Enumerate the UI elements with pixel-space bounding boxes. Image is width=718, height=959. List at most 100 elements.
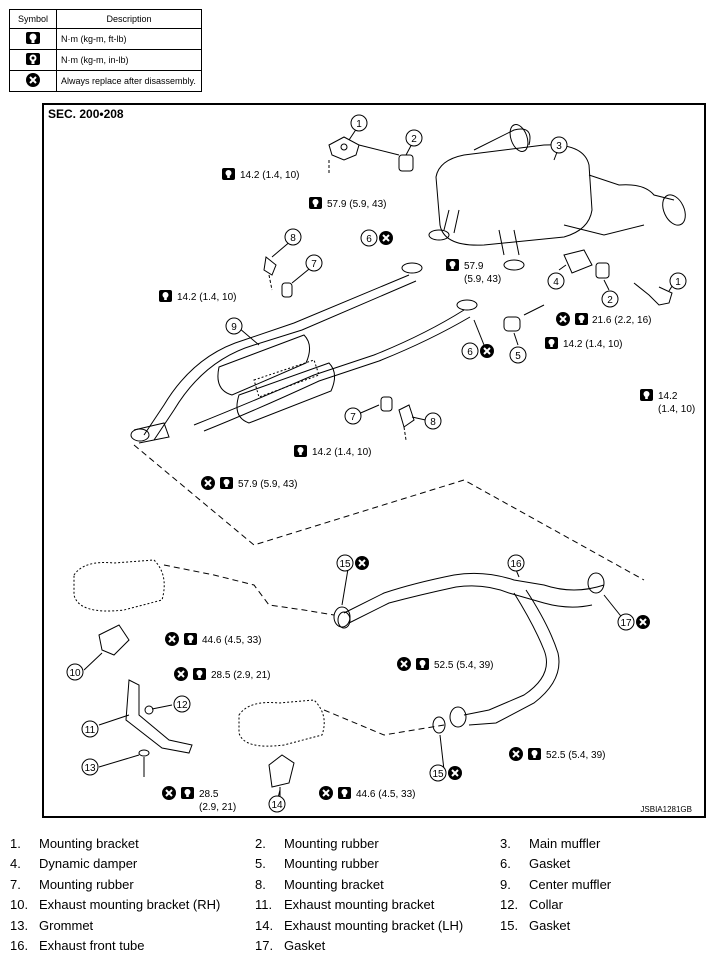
- torque-label-14: 28.5(2.9, 21): [161, 785, 236, 813]
- svg-text:9: 9: [231, 322, 237, 333]
- part-number: 11.: [255, 897, 273, 913]
- svg-text:44.6 (4.5, 33): 44.6 (4.5, 33): [356, 789, 415, 800]
- callout-5: 5: [509, 346, 527, 364]
- callout-17: 17: [617, 613, 635, 631]
- part-name: Exhaust mounting bracket (LH): [284, 917, 464, 933]
- svg-text:15: 15: [432, 769, 444, 780]
- svg-text:52.5 (5.4, 39): 52.5 (5.4, 39): [434, 660, 493, 671]
- part-name: Exhaust mounting bracket (RH): [39, 897, 221, 913]
- torque-label-5: 21.6 (2.2, 16): [555, 311, 651, 327]
- svg-text:2: 2: [411, 134, 417, 145]
- svg-text:4: 4: [553, 277, 559, 288]
- callout-7-lower: 7: [344, 407, 362, 425]
- torque-label-2: 57.9 (5.9, 43): [309, 197, 386, 210]
- callout-12: 12: [173, 695, 191, 713]
- part-name: Exhaust front tube: [39, 938, 145, 954]
- parts-row: 1.Mounting bracket 2.Mounting rubber 3.M…: [10, 833, 710, 854]
- svg-text:3: 3: [556, 141, 562, 152]
- svg-text:6: 6: [366, 234, 372, 245]
- part-name: Mounting rubber: [284, 856, 379, 872]
- svg-text:28.5 (2.9, 21): 28.5 (2.9, 21): [211, 670, 270, 681]
- torque-label-4: 14.2 (1.4, 10): [159, 290, 236, 303]
- parts-row: 4.Dynamic damper 5.Mounting rubber 6.Gas…: [10, 854, 710, 875]
- svg-text:57.9: 57.9: [464, 261, 484, 272]
- callout-1-top: 1: [350, 114, 368, 132]
- svg-text:13: 13: [84, 763, 96, 774]
- svg-text:57.9 (5.9, 43): 57.9 (5.9, 43): [327, 199, 386, 210]
- callout-4: 4: [547, 272, 565, 290]
- torque-label-11: 28.5 (2.9, 21): [173, 666, 270, 682]
- part-name: Mounting rubber: [284, 835, 379, 851]
- figure-code: JSBIA1281GB: [640, 805, 692, 814]
- svg-text:8: 8: [290, 233, 296, 244]
- legend-row-ft-lb: N·m (kg-m, ft-lb): [56, 28, 202, 50]
- svg-text:16: 16: [510, 559, 522, 570]
- legend-header-symbol: Symbol: [9, 9, 57, 29]
- part-number: 12.: [500, 897, 519, 913]
- part-number: 17.: [255, 938, 274, 954]
- svg-text:14.2 (1.4, 10): 14.2 (1.4, 10): [240, 170, 299, 181]
- part-number: 2.: [255, 835, 266, 851]
- callout-8-lower: 8: [424, 412, 442, 430]
- svg-text:14.2 (1.4, 10): 14.2 (1.4, 10): [177, 292, 236, 303]
- svg-text:6: 6: [467, 347, 473, 358]
- part-name: Grommet: [39, 917, 94, 933]
- svg-text:(2.9, 21): (2.9, 21): [199, 802, 236, 813]
- parts-row: 7.Mounting rubber 8.Mounting bracket 9.C…: [10, 874, 710, 895]
- callout-1-right: 1: [669, 272, 687, 290]
- symbol-legend: Symbol Description N·m (kg-m, ft-lb) N·m…: [9, 9, 202, 92]
- torque-label-7: 14.2(1.4, 10): [640, 389, 695, 415]
- callout-2-top: 2: [405, 129, 423, 147]
- parts-list: 1.Mounting bracket 2.Mounting rubber 3.M…: [10, 833, 710, 956]
- part-number: 8.: [255, 876, 266, 892]
- callout-10: 10: [66, 663, 84, 681]
- replace-icon: [635, 614, 651, 630]
- svg-text:11: 11: [85, 725, 96, 736]
- svg-text:14.2 (1.4, 10): 14.2 (1.4, 10): [563, 339, 622, 350]
- callout-6-lower: 6: [461, 342, 479, 360]
- svg-text:2: 2: [607, 295, 613, 306]
- svg-text:14: 14: [271, 800, 283, 811]
- exhaust-system-diagram: SEC. 200•208: [42, 103, 706, 818]
- part-name: Gasket: [529, 856, 571, 872]
- svg-text:12: 12: [176, 700, 188, 711]
- part-name: Gasket: [529, 917, 571, 933]
- svg-text:44.6 (4.5, 33): 44.6 (4.5, 33): [202, 635, 261, 646]
- torque-wrench-icon: [9, 28, 57, 50]
- callout-14: 14: [268, 795, 286, 813]
- torque-label-13: 52.5 (5.4, 39): [508, 746, 605, 762]
- svg-text:7: 7: [311, 259, 317, 270]
- part-name: Exhaust mounting bracket: [284, 897, 435, 913]
- part-number: 6.: [500, 856, 511, 872]
- torque-label-12: 52.5 (5.4, 39): [396, 656, 493, 672]
- part-name: Center muffler: [529, 876, 612, 892]
- parts-row: 13.Grommet 14.Exhaust mounting bracket (…: [10, 915, 710, 936]
- replace-icon: [9, 70, 57, 92]
- part-number: 7.: [10, 876, 21, 892]
- parts-row: 16.Exhaust front tube 17.Gasket: [10, 936, 710, 957]
- svg-text:15: 15: [339, 559, 351, 570]
- part-name: Gasket: [284, 938, 326, 954]
- legend-header-description: Description: [56, 9, 202, 29]
- legend-row-replace: Always replace after disassembly.: [56, 70, 202, 92]
- torque-label-3: 57.9 (5.9, 43): [446, 259, 501, 285]
- svg-text:52.5 (5.4, 39): 52.5 (5.4, 39): [546, 750, 605, 761]
- svg-text:(5.9, 43): (5.9, 43): [464, 274, 501, 285]
- legend-row-in-lb: N·m (kg-m, in-lb): [56, 49, 202, 71]
- svg-text:21.6 (2.2, 16): 21.6 (2.2, 16): [592, 315, 651, 326]
- replace-icon: [447, 765, 463, 781]
- replace-icon: [378, 230, 394, 246]
- svg-text:(1.4, 10): (1.4, 10): [658, 404, 695, 415]
- section-label: SEC. 200•208: [48, 107, 124, 121]
- part-name: Dynamic damper: [39, 856, 138, 872]
- callout-3: 3: [550, 136, 568, 154]
- part-number: 4.: [10, 856, 21, 872]
- part-number: 1.: [10, 835, 21, 851]
- diagram-drawing: 1 2 3 1 2 4 5 6 6 8 7 9 7 8 15 16 17 10 …: [66, 114, 695, 813]
- part-name: Mounting rubber: [39, 876, 134, 892]
- callout-16: 16: [507, 554, 525, 572]
- svg-text:10: 10: [69, 668, 81, 679]
- torque-label-15: 44.6 (4.5, 33): [318, 785, 415, 801]
- callout-7-upper: 7: [305, 254, 323, 272]
- callout-15-upper: 15: [336, 554, 354, 572]
